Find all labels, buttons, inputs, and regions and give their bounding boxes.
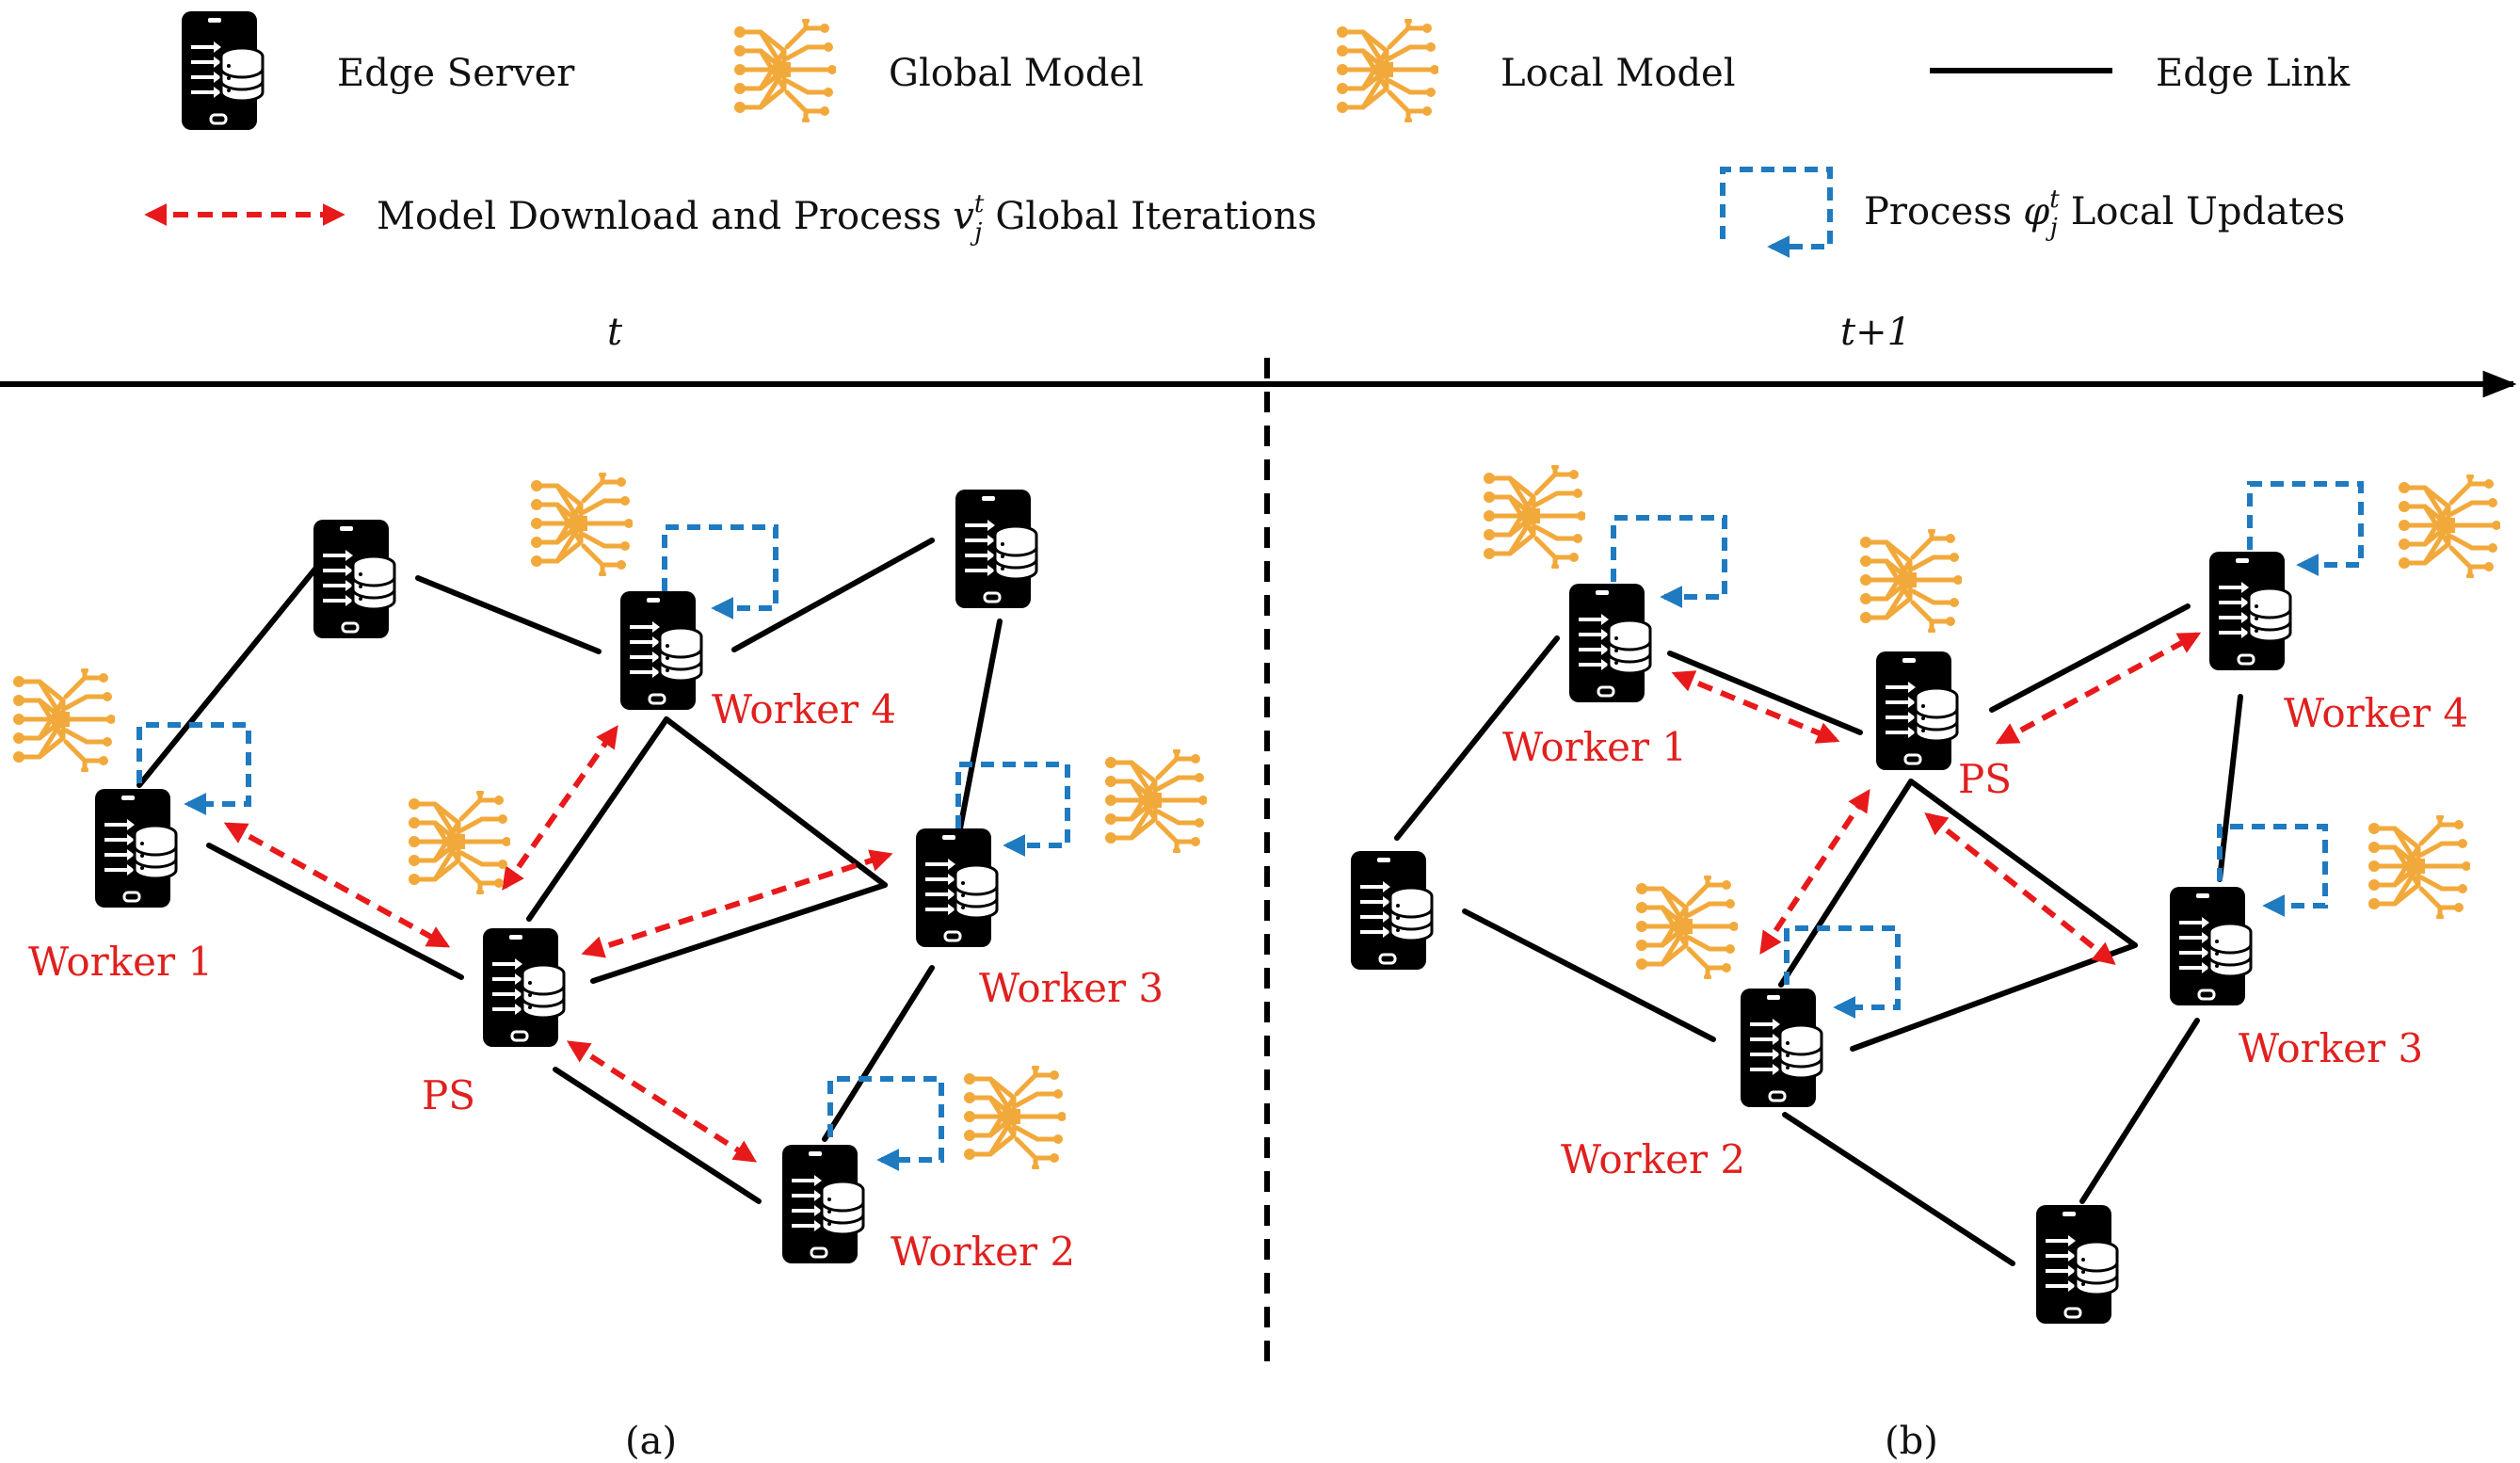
edge-server-icon bbox=[2209, 552, 2290, 670]
panel-b-servers bbox=[1351, 552, 2290, 1324]
edge-server-icon bbox=[95, 789, 176, 908]
local-model-icon bbox=[2399, 473, 2501, 580]
edge-link bbox=[664, 716, 888, 888]
download-arrow bbox=[1924, 812, 2116, 965]
edge-server-icon bbox=[782, 1145, 863, 1263]
panel-b-local-loops bbox=[1611, 481, 2364, 1019]
panel-b-download-arrows bbox=[1671, 632, 2202, 965]
edge-link bbox=[957, 619, 1003, 831]
local-model-icon bbox=[13, 667, 116, 774]
edge-link bbox=[1394, 635, 1560, 841]
edge-server-icon bbox=[2170, 887, 2251, 1005]
legend-global-model-icon bbox=[734, 17, 837, 124]
legend-edge-server-icon bbox=[182, 11, 263, 130]
local-model-icon bbox=[964, 1064, 1067, 1171]
time-label-t: t bbox=[607, 311, 623, 354]
timeline: t t+1 bbox=[0, 311, 2517, 1375]
legend-edge-link-label: Edge Link bbox=[2156, 52, 2351, 95]
worker-2-label: Worker 2 bbox=[891, 1229, 1075, 1275]
legend-local-model-label: Local Model bbox=[1501, 52, 1736, 95]
panel-a-edge-links bbox=[136, 538, 1003, 1204]
legend-local-model-icon bbox=[1337, 17, 1439, 124]
panel-a-local-loops bbox=[136, 524, 1070, 1171]
edge-server-icon bbox=[1741, 989, 1822, 1107]
download-arrow bbox=[566, 1040, 758, 1163]
local-loop bbox=[827, 1076, 944, 1171]
legend-global-model-label: Global Model bbox=[889, 52, 1144, 95]
edge-server-icon bbox=[1351, 851, 1432, 970]
global-model-icon bbox=[409, 789, 511, 896]
local-model-icon bbox=[1636, 874, 1739, 981]
legend-edge-server-label: Edge Server bbox=[337, 52, 575, 95]
edge-link bbox=[1667, 651, 1863, 735]
panel-a-servers bbox=[95, 490, 1036, 1263]
worker-3-label: Worker 3 bbox=[979, 965, 1164, 1011]
worker-1-label: Worker 1 bbox=[1502, 724, 1687, 770]
worker-1-label: Worker 1 bbox=[28, 939, 213, 985]
panel-a-caption: (a) bbox=[625, 1420, 677, 1463]
local-model-icon bbox=[2368, 813, 2471, 921]
edge-link bbox=[731, 538, 935, 652]
time-label-t-plus-1: t+1 bbox=[1840, 311, 1911, 354]
panel-b: Worker 1 PS Worker 4 Worker 3 Worker 2 (… bbox=[1351, 463, 2501, 1463]
local-loop bbox=[662, 524, 778, 619]
edge-link bbox=[136, 560, 323, 788]
edge-link bbox=[822, 965, 935, 1142]
download-arrow bbox=[581, 849, 893, 958]
edge-server-icon bbox=[483, 928, 564, 1047]
edge-server-icon bbox=[313, 520, 394, 638]
edge-link bbox=[415, 575, 602, 654]
worker-2-label: Worker 2 bbox=[1561, 1136, 1745, 1182]
edge-link bbox=[590, 882, 888, 984]
panel-a-download-arrows bbox=[223, 725, 893, 1163]
edge-link bbox=[553, 1067, 762, 1204]
download-arrow bbox=[1759, 789, 1870, 955]
edge-link bbox=[1908, 779, 2138, 948]
download-arrow bbox=[502, 725, 618, 891]
edge-link bbox=[1462, 908, 1716, 1042]
edge-server-icon bbox=[1569, 584, 1650, 702]
ps-label: PS bbox=[1958, 756, 2012, 802]
legend: Edge Server Global Model Local Model Edg… bbox=[144, 11, 2351, 258]
legend-local-loop bbox=[1720, 167, 1833, 258]
ps-label: PS bbox=[422, 1072, 475, 1118]
worker-4-label: Worker 4 bbox=[2284, 690, 2468, 736]
local-loop bbox=[1784, 925, 1901, 1019]
local-model-icon bbox=[1484, 463, 1586, 571]
local-loop bbox=[955, 762, 1070, 857]
edge-link bbox=[2217, 694, 2243, 882]
global-model-icon bbox=[1860, 527, 1963, 635]
panel-b-edge-links bbox=[1394, 603, 2243, 1266]
edge-link bbox=[1778, 779, 1914, 988]
edge-link bbox=[206, 843, 464, 980]
panel-b-caption: (b) bbox=[1885, 1420, 1938, 1463]
download-arrow bbox=[1671, 670, 1840, 744]
worker-4-label: Worker 4 bbox=[712, 686, 896, 732]
local-loop bbox=[136, 722, 251, 815]
edge-server-icon bbox=[620, 591, 701, 710]
edge-server-icon bbox=[955, 490, 1036, 608]
download-arrow bbox=[223, 822, 451, 948]
local-loop bbox=[2247, 481, 2364, 576]
local-model-icon bbox=[531, 471, 634, 578]
local-loop bbox=[2217, 824, 2328, 917]
edge-server-icon bbox=[2036, 1205, 2117, 1324]
edge-link bbox=[1782, 1112, 2015, 1266]
local-model-icon bbox=[1105, 748, 1208, 855]
download-arrow bbox=[1995, 632, 2202, 745]
local-loop bbox=[1611, 515, 1727, 608]
panel-a: Worker 1 PS Worker 4 Worker 3 Worker 2 (… bbox=[13, 471, 1208, 1463]
edge-link bbox=[2079, 1018, 2200, 1204]
edge-server-icon bbox=[1876, 651, 1957, 770]
worker-3-label: Worker 3 bbox=[2239, 1025, 2423, 1071]
edge-server-icon bbox=[916, 828, 997, 947]
